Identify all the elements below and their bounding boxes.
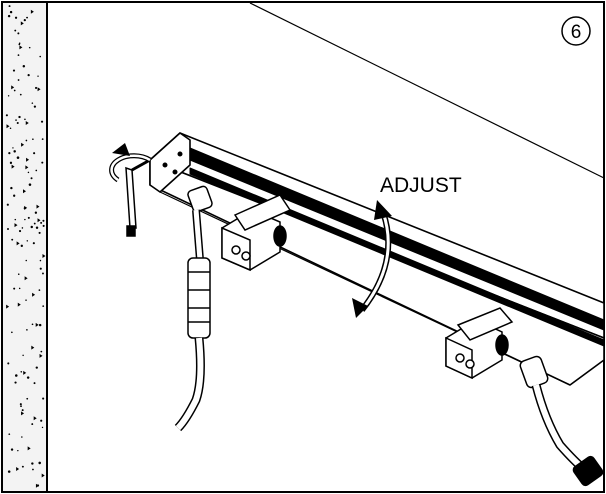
power-cable-right	[519, 355, 604, 487]
power-cable-left	[174, 185, 213, 432]
adjust-label: ADJUST	[380, 174, 462, 197]
ceiling-line	[249, 2, 605, 179]
hex-key-icon	[125, 158, 151, 237]
fixture-lens-stripe	[189, 147, 605, 331]
mounting-bracket-left	[221, 194, 292, 272]
mounting-bracket-right	[445, 307, 514, 380]
rotate-arrow-icon	[109, 143, 152, 183]
fixture-front-face	[149, 159, 605, 386]
adjust-arrow-icon	[352, 200, 392, 318]
fixture-lens-stripe-lower	[189, 167, 605, 347]
step-number: 6	[571, 22, 582, 43]
concrete-wall	[3, 3, 48, 491]
inline-connector	[187, 257, 211, 339]
led-fixture	[149, 132, 605, 386]
fixture-end-cap	[149, 132, 191, 193]
step-number-badge: 6	[561, 16, 591, 46]
